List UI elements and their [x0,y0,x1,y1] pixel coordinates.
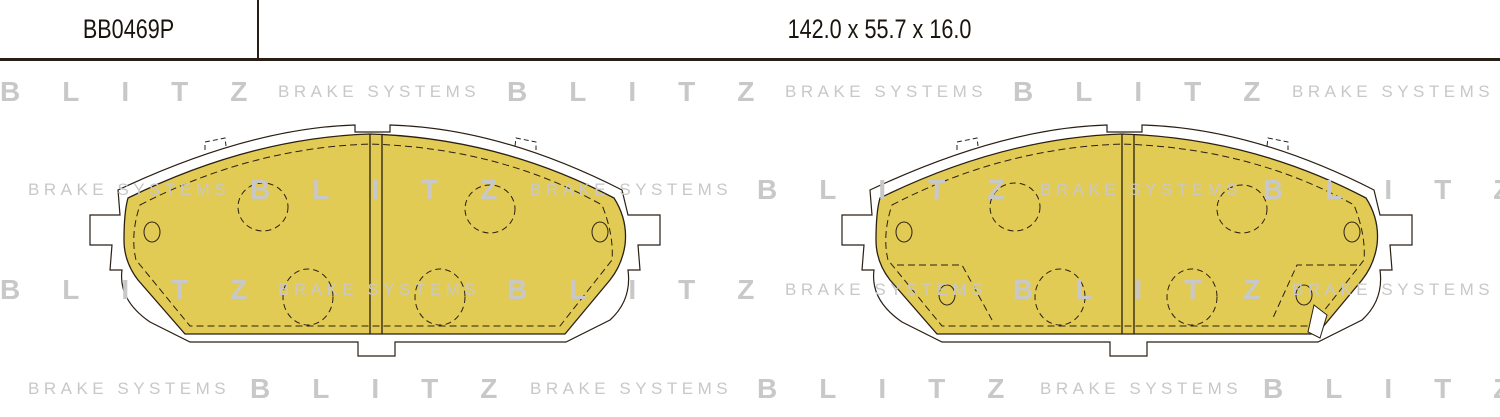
wear-outline [133,143,613,327]
clip-right [1266,137,1289,150]
shim-outline-right [1271,264,1357,321]
brake-pad-right [841,124,1413,357]
pin-hole [938,284,956,306]
wear-sensor-icon [1307,304,1328,339]
piston-outline [237,182,289,232]
clip-right [514,137,537,150]
part-number: BB0469P [82,14,175,44]
piston-outline [989,182,1041,232]
piston-outline [414,268,466,326]
wear-outline [885,143,1365,327]
clip-left [956,137,979,150]
pin-hole [1343,221,1361,243]
friction-material [875,133,1379,335]
piston-outline [1216,184,1268,234]
pin-hole [591,221,609,243]
piston-outline [1034,268,1086,326]
clip-left [204,137,227,150]
dimensions: 142.0 x 55.7 x 16.0 [787,14,972,44]
pin-hole [1295,284,1313,306]
header-bar: BB0469P 142.0 x 55.7 x 16.0 [0,0,1500,61]
piston-outline [464,184,516,234]
friction-material [123,133,627,335]
piston-outline [1166,268,1218,326]
pin-hole [143,221,161,243]
pin-hole [895,221,913,243]
piston-outline [282,268,334,326]
brake-pad-left [89,124,661,357]
header-divider [257,0,259,61]
